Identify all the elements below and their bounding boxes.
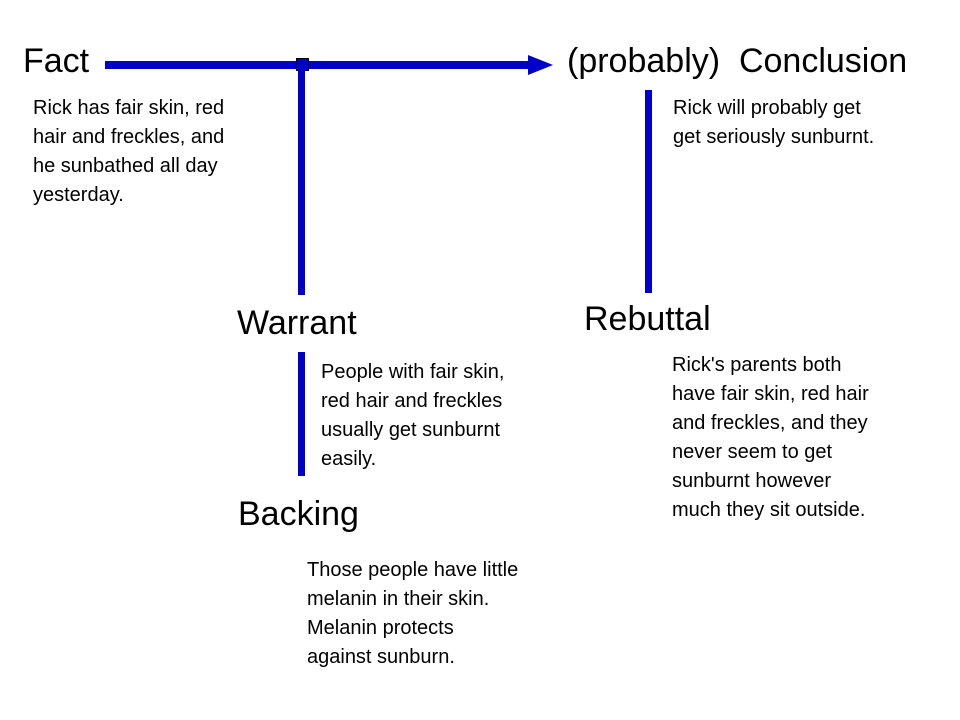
- conclusion-text: Rick will probably get get seriously sun…: [673, 97, 875, 148]
- fact-heading: Fact: [23, 42, 90, 80]
- backing-text: Those people have little melanin in thei…: [307, 559, 519, 668]
- warrant-text: People with fair skin, red hair and frec…: [321, 361, 505, 470]
- rebuttal-heading: Rebuttal: [584, 300, 711, 338]
- conclusion-heading: (probably) Conclusion: [567, 42, 908, 80]
- fact-text: Rick has fair skin, red hair and freckle…: [33, 97, 225, 206]
- warrant-heading: Warrant: [237, 304, 357, 342]
- arrow-right-icon: [528, 55, 553, 75]
- warrant-to-backing-connector: [298, 352, 305, 476]
- fact-to-conclusion-arrow-shaft: [105, 61, 528, 69]
- conclusion-to-rebuttal-connector: [645, 90, 652, 293]
- arrow-to-warrant-connector: [298, 68, 305, 295]
- rebuttal-text: Rick's parents both have fair skin, red …: [672, 354, 869, 521]
- backing-heading: Backing: [238, 495, 359, 533]
